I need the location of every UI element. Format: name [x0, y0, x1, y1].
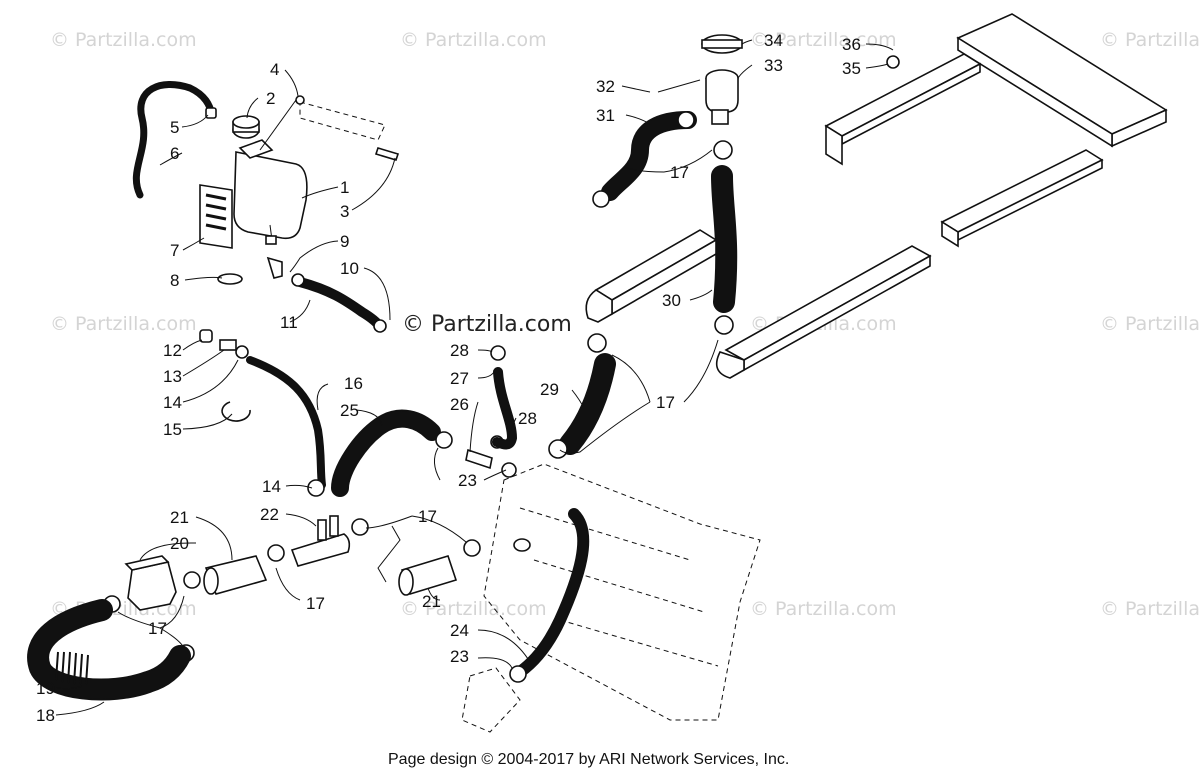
- watermark: © Partzilla.com: [50, 29, 197, 51]
- callout-21b: 21: [422, 592, 441, 611]
- floor-pan: [461, 463, 761, 733]
- callout-labels: 1 2 3 4 5 6 7 8 9 10 11 12 13 14 15 16 1…: [36, 31, 861, 725]
- callout-21: 21: [170, 508, 189, 527]
- callout-24: 24: [450, 621, 469, 640]
- callout-9: 9: [340, 232, 349, 251]
- watermark: © Partzilla.com: [1100, 313, 1200, 335]
- callout-17: 17: [670, 163, 689, 182]
- callout-22: 22: [260, 505, 279, 524]
- watermark: © Partzilla.com: [1100, 598, 1200, 620]
- watermark: © Partzilla.com: [400, 29, 547, 51]
- center-watermark: © Partzilla.com: [402, 312, 572, 337]
- callout-35: 35: [842, 59, 861, 78]
- callout-18: 18: [36, 706, 55, 725]
- callout-17c: 17: [418, 507, 437, 526]
- callout-4: 4: [270, 60, 279, 79]
- leader-lines: [55, 39, 894, 716]
- callout-20: 20: [170, 534, 189, 553]
- callout-17b: 17: [656, 393, 675, 412]
- callout-30: 30: [662, 291, 681, 310]
- filler-neck-assembly: [592, 34, 743, 335]
- callout-28: 28: [450, 341, 469, 360]
- heat-exchanger-frame: [585, 13, 1168, 379]
- callout-11: 11: [280, 313, 298, 332]
- callout-32: 32: [596, 77, 615, 96]
- callout-2: 2: [266, 89, 275, 108]
- callout-33: 33: [764, 56, 783, 75]
- copyright-footer: Page design © 2004-2017 by ARI Network S…: [388, 751, 789, 768]
- callout-15: 15: [163, 420, 182, 439]
- callout-23b: 23: [450, 647, 469, 666]
- callout-31: 31: [596, 106, 615, 125]
- watermark: © Partzilla.com: [400, 598, 547, 620]
- callout-26: 26: [450, 395, 469, 414]
- callout-27: 27: [450, 369, 469, 388]
- callout-34: 34: [764, 31, 783, 50]
- callout-14b: 14: [262, 477, 281, 496]
- watermark: © Partzilla.com: [1100, 29, 1200, 51]
- callout-28b: 28: [518, 409, 537, 428]
- callout-17d: 17: [306, 594, 325, 613]
- callout-16: 16: [344, 374, 363, 393]
- callout-5: 5: [170, 118, 179, 137]
- callout-19: 19: [36, 679, 55, 698]
- callout-8: 8: [170, 271, 179, 290]
- middle-hose-assembly: [27, 329, 616, 701]
- callout-1: 1: [340, 178, 349, 197]
- tank-assembly: [132, 81, 400, 333]
- callout-6: 6: [170, 144, 179, 163]
- callout-23: 23: [458, 471, 477, 490]
- watermark: © Partzilla.com: [750, 598, 897, 620]
- watermark: © Partzilla.com: [750, 29, 897, 51]
- watermark: © Partzilla.com: [50, 313, 197, 335]
- callout-29: 29: [540, 380, 559, 399]
- callout-3: 3: [340, 202, 349, 221]
- callout-25: 25: [340, 401, 359, 420]
- callout-12: 12: [163, 341, 182, 360]
- callout-36: 36: [842, 35, 861, 54]
- callout-7: 7: [170, 241, 179, 260]
- watermark-layer: © Partzilla.com © Partzilla.com © Partzi…: [50, 29, 1200, 620]
- callout-13: 13: [163, 367, 182, 386]
- callout-10: 10: [340, 259, 359, 278]
- callout-17e: 17: [148, 619, 167, 638]
- callout-14: 14: [163, 393, 182, 412]
